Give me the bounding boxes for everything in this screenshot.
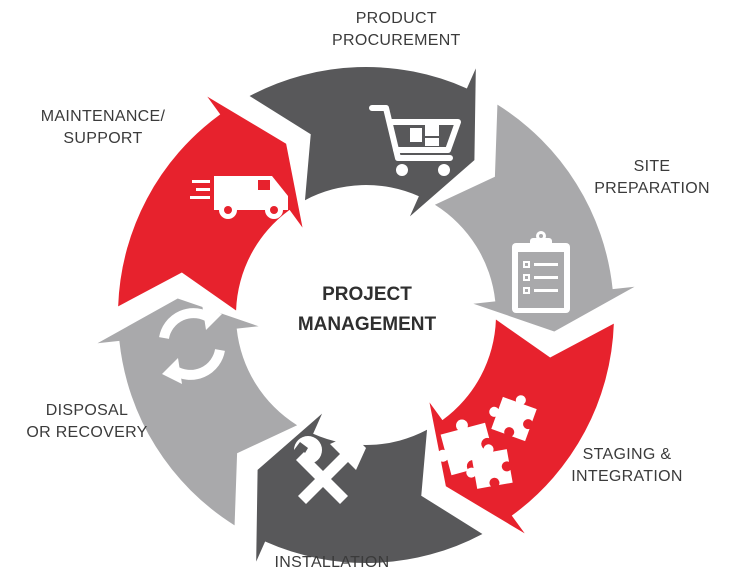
center-title-line-1: PROJECT — [322, 284, 412, 305]
recycle-arrows-icon — [159, 304, 225, 384]
label-line: PREPARATION — [594, 180, 710, 197]
label-maintenance-support: MAINTENANCE/ SUPPORT — [28, 106, 178, 150]
label-staging-integration: STAGING & INTEGRATION — [552, 444, 702, 488]
label-line: SITE — [633, 158, 671, 175]
shopping-cart-icon — [369, 105, 461, 176]
delivery-van-icon — [190, 176, 288, 219]
label-line: INSTALLATION — [274, 554, 390, 571]
center-title-line-2: MANAGEMENT — [297, 314, 437, 335]
label-line: PROCUREMENT — [332, 32, 461, 49]
arrow-maintenance-support — [118, 96, 303, 311]
label-line: STAGING & — [582, 446, 672, 463]
label-line: MAINTENANCE/ — [40, 108, 166, 125]
label-disposal-recovery: DISPOSAL OR RECOVERY — [12, 400, 162, 444]
label-site-preparation: SITE PREPARATION — [582, 156, 722, 200]
wrench-hammer-icon — [294, 434, 366, 504]
center-title: PROJECT MANAGEMENT — [282, 280, 452, 340]
label-line: SUPPORT — [63, 130, 143, 147]
arrow-disposal-recovery — [97, 298, 298, 526]
label-installation: INSTALLATION — [252, 552, 412, 574]
arrow-product-procurement — [249, 67, 476, 217]
label-product-procurement: PRODUCT PROCUREMENT — [332, 8, 461, 52]
label-line: INTEGRATION — [571, 468, 683, 485]
label-line: OR RECOVERY — [26, 424, 148, 441]
puzzle-pieces-icon — [436, 395, 537, 489]
label-line: DISPOSAL — [45, 402, 129, 419]
label-line: PRODUCT — [355, 10, 437, 27]
clipboard-checklist-icon — [512, 231, 570, 313]
arrow-site-preparation — [434, 104, 635, 332]
